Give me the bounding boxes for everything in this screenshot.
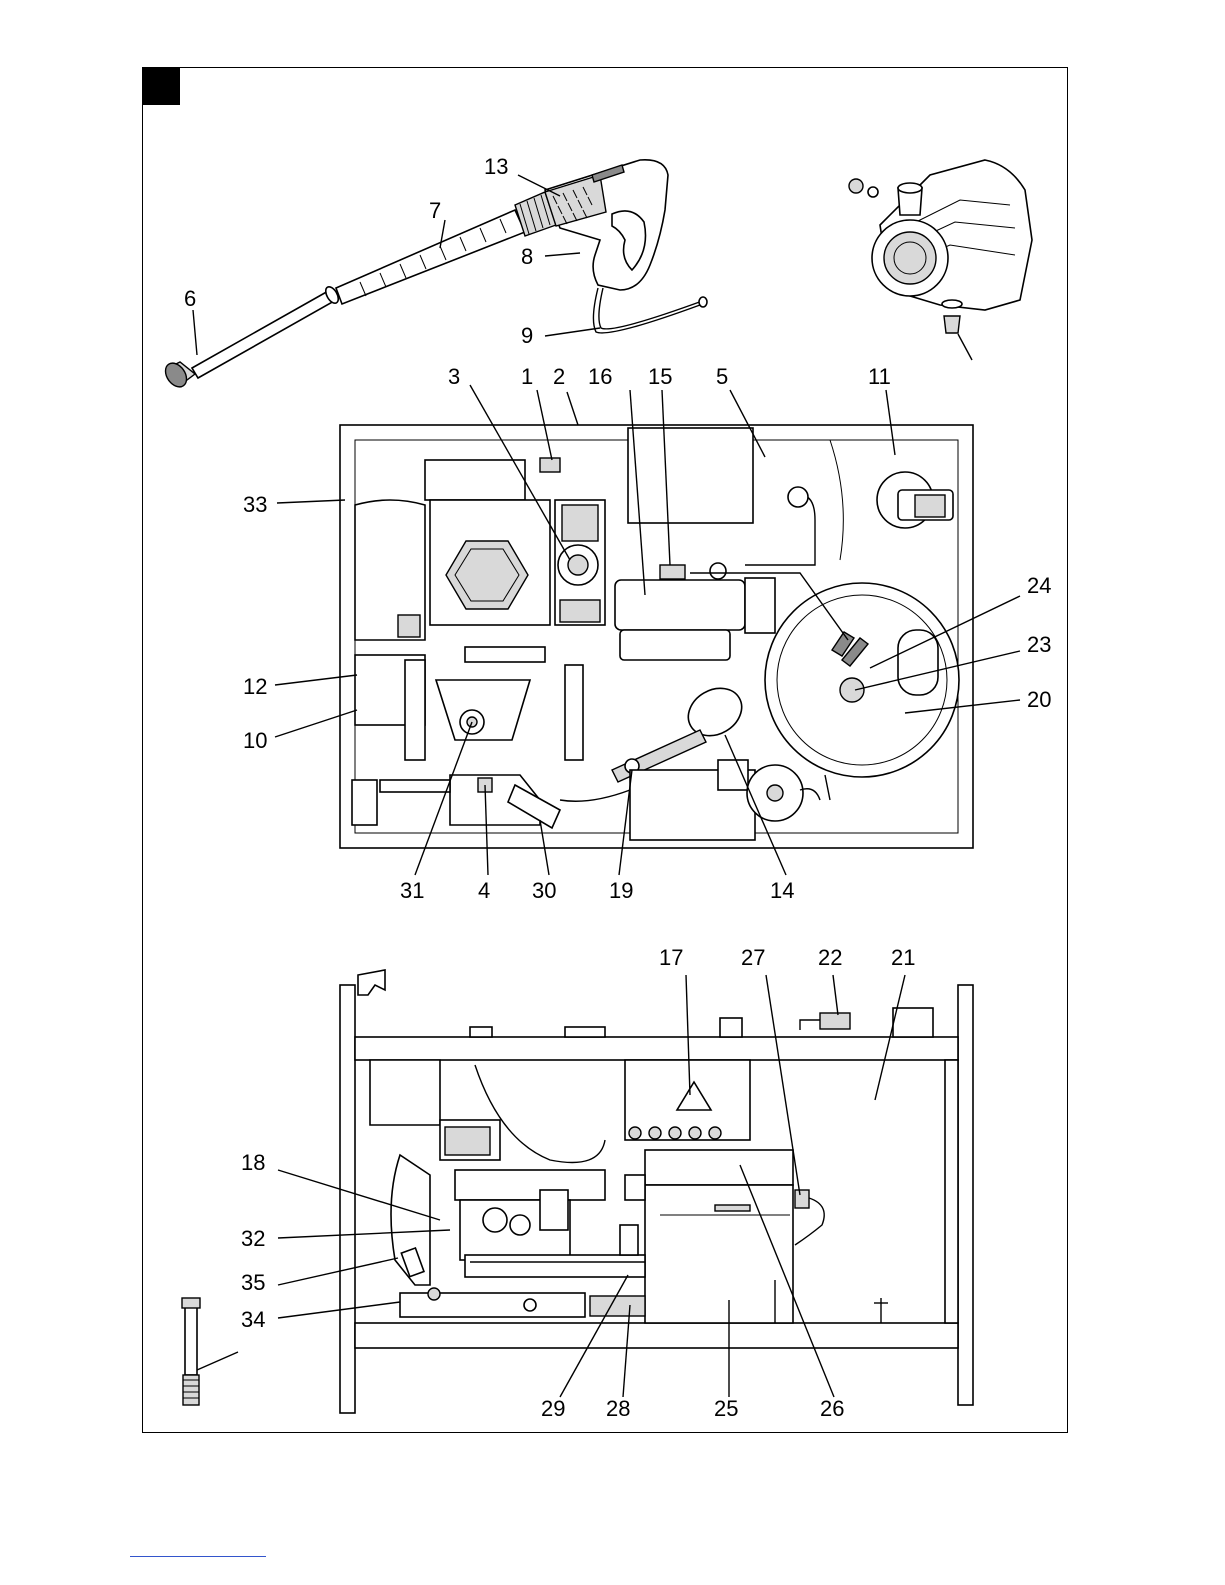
sensor-27 — [795, 1190, 809, 1208]
suction-hose — [182, 1298, 200, 1405]
label-21: 21 — [891, 945, 915, 970]
pump-top — [455, 1170, 605, 1200]
fuel-tank-side — [370, 1060, 440, 1125]
nozzle-tip — [161, 359, 191, 391]
label-30: 30 — [532, 878, 556, 903]
fitting-28 — [590, 1296, 645, 1316]
valve-29 — [620, 1225, 638, 1255]
label-12: 12 — [243, 674, 267, 699]
label-1: 1 — [521, 364, 533, 389]
label-22: 22 — [818, 945, 842, 970]
label-16: 16 — [588, 364, 612, 389]
label-25: 25 — [714, 1396, 738, 1421]
pump-rail — [465, 1255, 645, 1277]
gun-body — [545, 160, 668, 290]
label-17: 17 — [659, 945, 683, 970]
label-28: 28 — [606, 1396, 630, 1421]
label-5: 5 — [716, 364, 728, 389]
label-20: 20 — [1027, 687, 1051, 712]
boiler-cover — [645, 1150, 793, 1185]
suction-pipe — [185, 1300, 197, 1375]
detergent-tank — [628, 428, 753, 523]
label-8: 8 — [521, 244, 533, 269]
label-33: 33 — [243, 492, 267, 517]
label-15: 15 — [648, 364, 672, 389]
hose-end — [699, 297, 707, 307]
bottom-plate — [355, 1323, 958, 1348]
label-32: 32 — [241, 1226, 265, 1251]
label-11: 11 — [868, 364, 891, 389]
label-10: 10 — [243, 728, 267, 753]
sensor-22 — [820, 1013, 850, 1029]
lance-grip — [336, 210, 525, 304]
label-31: 31 — [400, 878, 424, 903]
pump-head — [849, 160, 1032, 360]
pump-ring — [868, 187, 878, 197]
outlet-rail — [400, 1293, 585, 1317]
battery — [352, 780, 377, 825]
label-34: 34 — [241, 1307, 265, 1332]
label-7: 7 — [429, 198, 441, 223]
frame-left — [340, 985, 355, 1413]
label-2: 2 — [553, 364, 565, 389]
fuel-filter-unit — [615, 580, 745, 630]
solenoid-valve — [660, 565, 685, 579]
label-27: 27 — [741, 945, 765, 970]
label-26: 26 — [820, 1396, 844, 1421]
label-24: 24 — [1027, 573, 1051, 598]
pump-plug — [849, 179, 863, 193]
drain-washer — [942, 300, 962, 308]
hp-hose — [593, 288, 700, 333]
label-18: 18 — [241, 1150, 265, 1175]
handle-hook — [358, 970, 385, 995]
bracket — [465, 647, 545, 662]
label-4: 4 — [478, 878, 490, 903]
label-23: 23 — [1027, 632, 1051, 657]
engine-top — [425, 460, 525, 500]
spray-gun — [161, 160, 707, 391]
label-3: 3 — [448, 364, 460, 389]
electrode — [840, 678, 864, 702]
machine-side-view — [340, 970, 973, 1413]
machine-top-view — [340, 425, 973, 848]
label-9: 9 — [521, 323, 533, 348]
switch-1 — [540, 458, 560, 472]
ignition-window — [898, 630, 938, 695]
lance-pipe — [192, 290, 336, 378]
drain-plug — [944, 316, 960, 333]
label-14: 14 — [770, 878, 794, 903]
label-6: 6 — [184, 286, 196, 311]
label-13: 13 — [484, 154, 508, 179]
label-29: 29 — [541, 1396, 565, 1421]
label-19: 19 — [609, 878, 633, 903]
label-35: 35 — [241, 1270, 265, 1295]
top-plate — [355, 1037, 958, 1060]
frame-right — [958, 985, 973, 1405]
